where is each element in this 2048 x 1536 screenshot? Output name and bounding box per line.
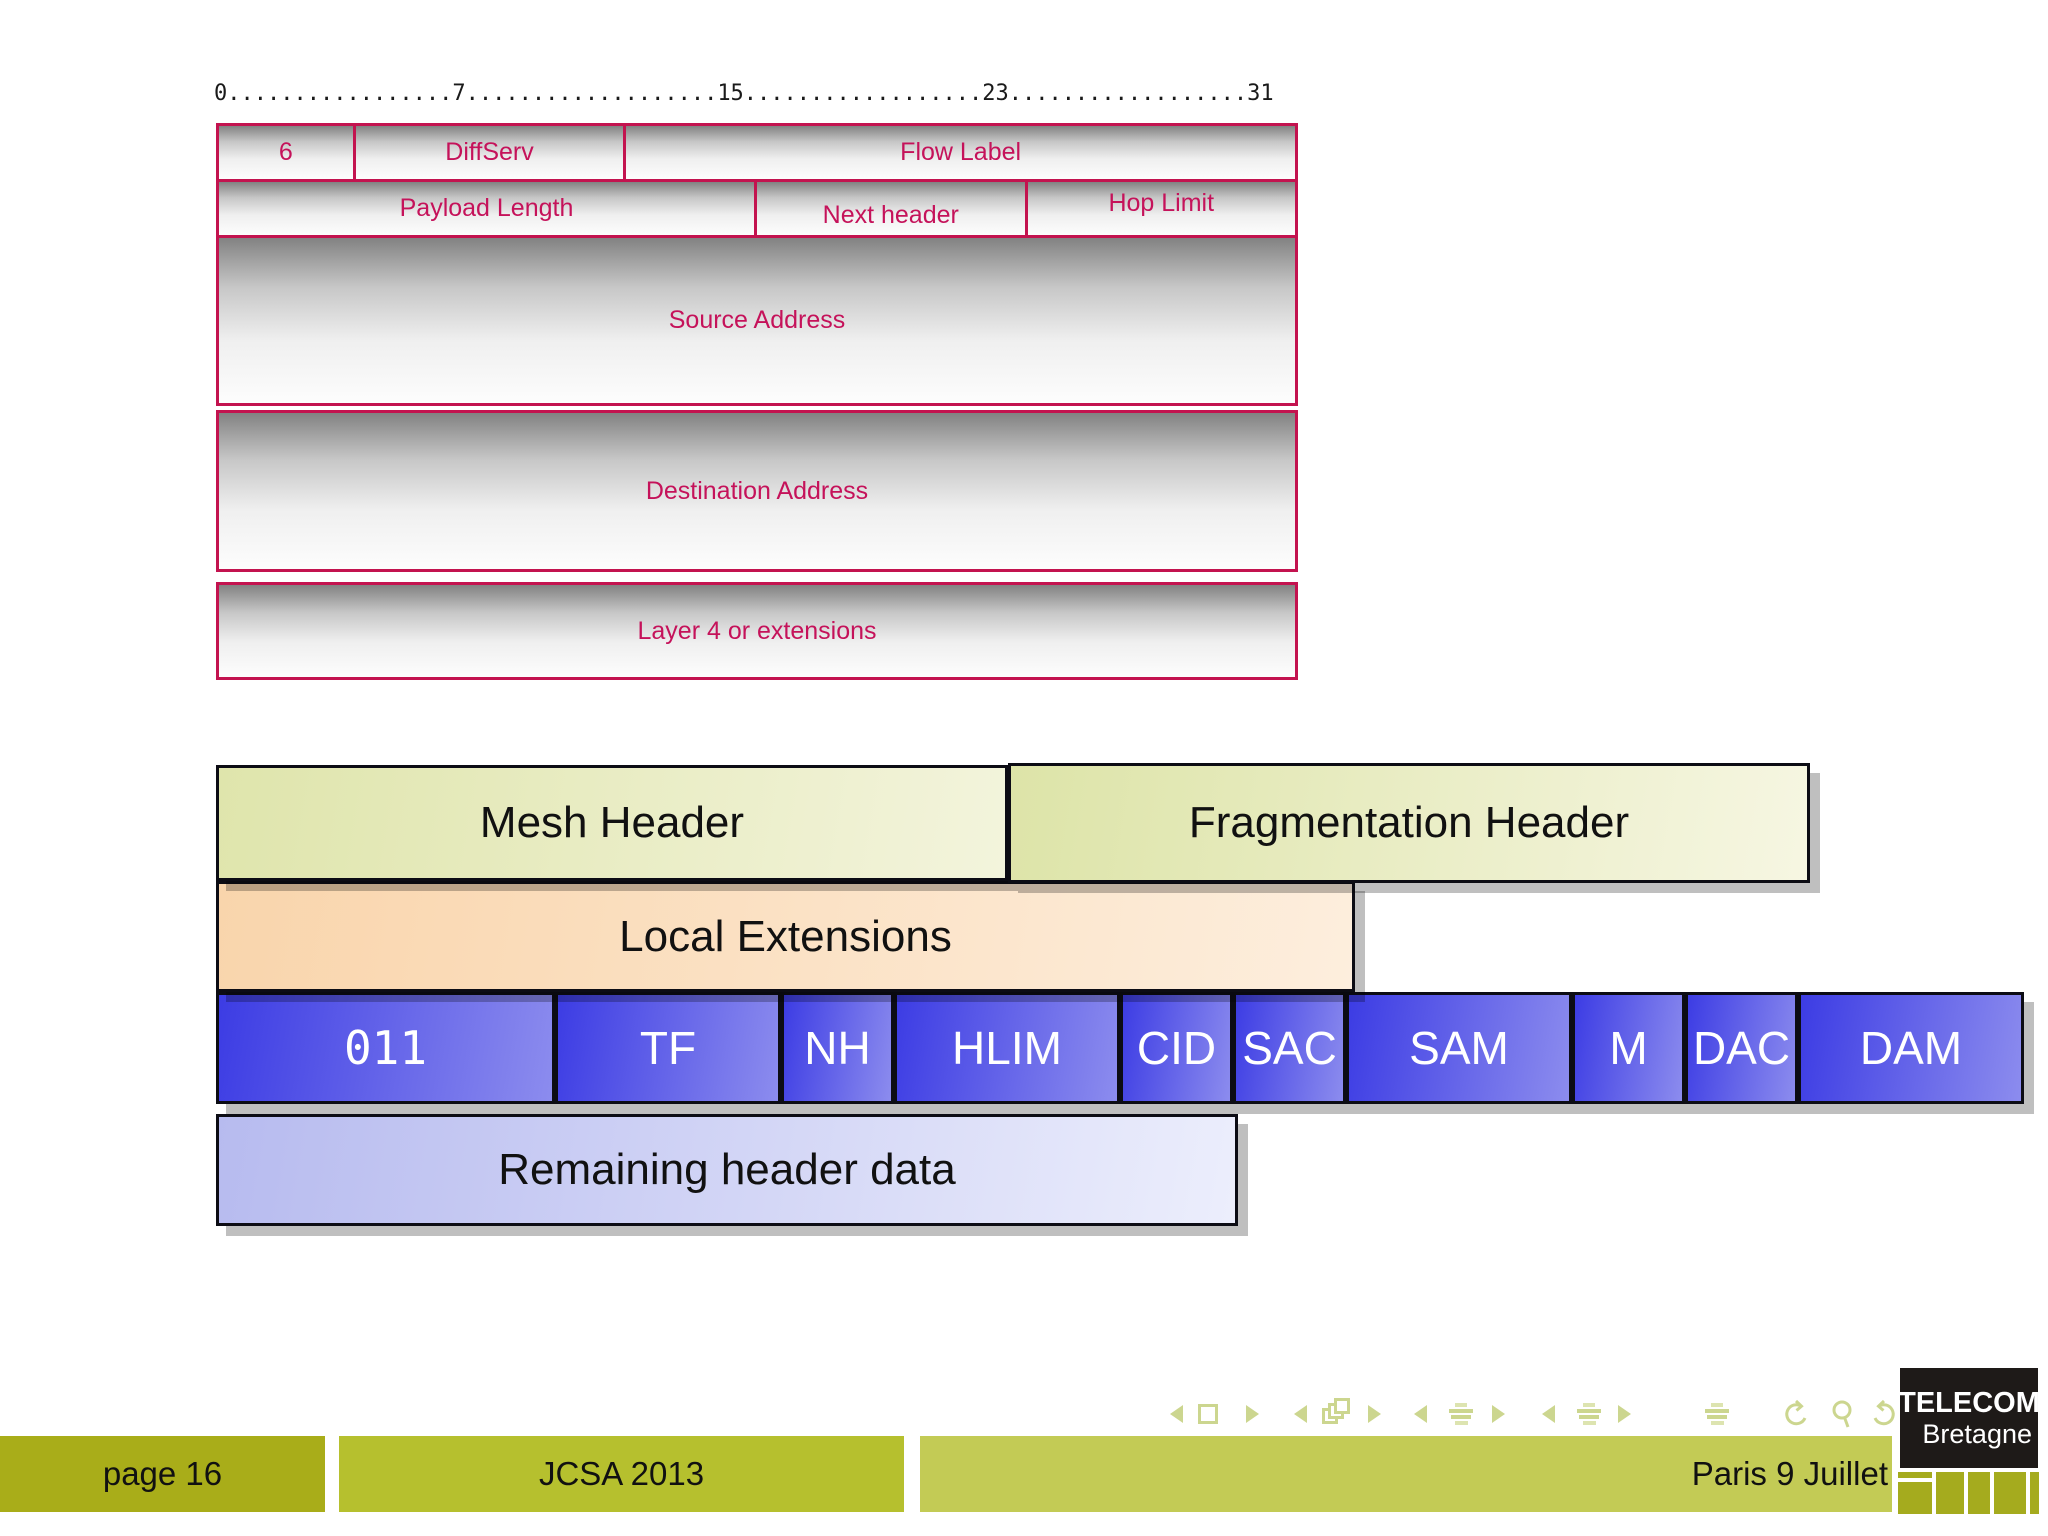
redo-icon[interactable] [1868,1398,1898,1430]
ipv6-payload-length-cell: Payload Length [219,182,757,235]
prev-section-icon[interactable] [1542,1398,1555,1430]
subsection-lines-icon[interactable] [1448,1398,1474,1430]
slide-frame-icon[interactable] [1198,1398,1218,1430]
conference-name: JCSA 2013 [538,1455,705,1492]
logo-line1: TELECOM [1898,1387,2040,1419]
ipv6-row-2: Payload Length Next header Hop Limit [219,182,1295,238]
ipv6-source-address-cell: Source Address [219,238,1295,403]
mesh-header-label: Mesh Header [479,798,745,847]
ipv6-hop-limit-label: Hop Limit [1108,189,1215,217]
iphc-nh-cell: NH [781,992,894,1104]
logo-line2: Bretagne [1922,1419,2032,1449]
venue-date: Paris 9 Juillet [1691,1455,1888,1492]
footer-page-segment: page 16 [0,1436,325,1512]
next-slide-icon[interactable] [1246,1398,1259,1430]
ipv6-next-header-label: Next header [822,201,959,229]
navigation-bar [0,1398,2048,1432]
iphc-m-cell: M [1572,992,1685,1104]
fragmentation-header-label: Fragmentation Header [1188,798,1630,847]
footer-conference-segment: JCSA 2013 [339,1436,904,1512]
ipv6-flowlabel-cell: Flow Label [626,126,1295,179]
ipv6-flowlabel-label: Flow Label [900,138,1022,166]
remaining-header-label: Remaining header data [498,1145,956,1194]
section-lines-icon[interactable] [1576,1398,1602,1430]
logo-artwork [1898,1472,2044,1514]
prev-slide-icon[interactable] [1170,1398,1183,1430]
mesh-header-box: Mesh Header [216,765,1008,881]
local-extensions-label: Local Extensions [619,911,952,961]
ipv6-diffserv-label: DiffServ [445,138,534,166]
iphc-hlim-cell: HLIM [894,992,1120,1104]
ipv6-destination-address-cell: Destination Address [216,410,1298,572]
remaining-header-box: Remaining header data [216,1114,1238,1226]
fragmentation-header-box: Fragmentation Header [1008,763,1810,883]
iphc-tf-cell: TF [555,992,781,1104]
undo-icon[interactable] [1782,1398,1812,1430]
appendix-lines-icon[interactable] [1704,1398,1730,1430]
ipv6-row-1: 6 DiffServ Flow Label [219,126,1295,182]
ipv6-next-header-cell: Next header [757,182,1028,235]
prev-frame-icon[interactable] [1294,1398,1307,1430]
iphc-dispatch-cell: 011 [216,992,555,1104]
next-subsection-icon[interactable] [1492,1398,1505,1430]
ipv6-payload-length-label: Payload Length [399,194,574,222]
ipv6-main-box: 6 DiffServ Flow Label Payload Length Nex… [216,123,1298,406]
ipv6-source-address-label: Source Address [668,306,846,334]
prev-subsection-icon[interactable] [1414,1398,1427,1430]
ipv6-version-cell: 6 [219,126,356,179]
ipv6-layer4-cell: Layer 4 or extensions [216,582,1298,680]
iphc-dac-cell: DAC [1685,992,1798,1104]
footer-date-segment: Paris 9 Juillet [920,1436,1892,1512]
ipv6-hop-limit-cell: Hop Limit [1027,182,1295,235]
ipv6-destination-address-label: Destination Address [645,476,869,505]
local-extensions-box: Local Extensions [216,881,1355,992]
telecom-bretagne-logo: TELECOM Bretagne [1898,1368,2040,1468]
next-section-icon[interactable] [1618,1398,1631,1430]
ipv6-diffserv-cell: DiffServ [355,126,627,179]
iphc-dam-cell: DAM [1798,992,2024,1104]
ipv6-version-label: 6 [278,138,293,166]
bit-ruler: 0.................7...................15… [214,81,1274,106]
iphc-sam-cell: SAM [1346,992,1572,1104]
next-frame-icon[interactable] [1368,1398,1381,1430]
iphc-sac-cell: SAC [1233,992,1346,1104]
frames-icon[interactable] [1322,1398,1354,1430]
zoom-icon[interactable] [1830,1398,1858,1430]
iphc-cid-cell: CID [1120,992,1233,1104]
iphc-field-row: 011 TF NH HLIM CID SAC SAM M DAC DAM [216,992,2024,1104]
ipv6-layer4-label: Layer 4 or extensions [637,616,877,645]
page-number: page 16 [102,1455,223,1492]
